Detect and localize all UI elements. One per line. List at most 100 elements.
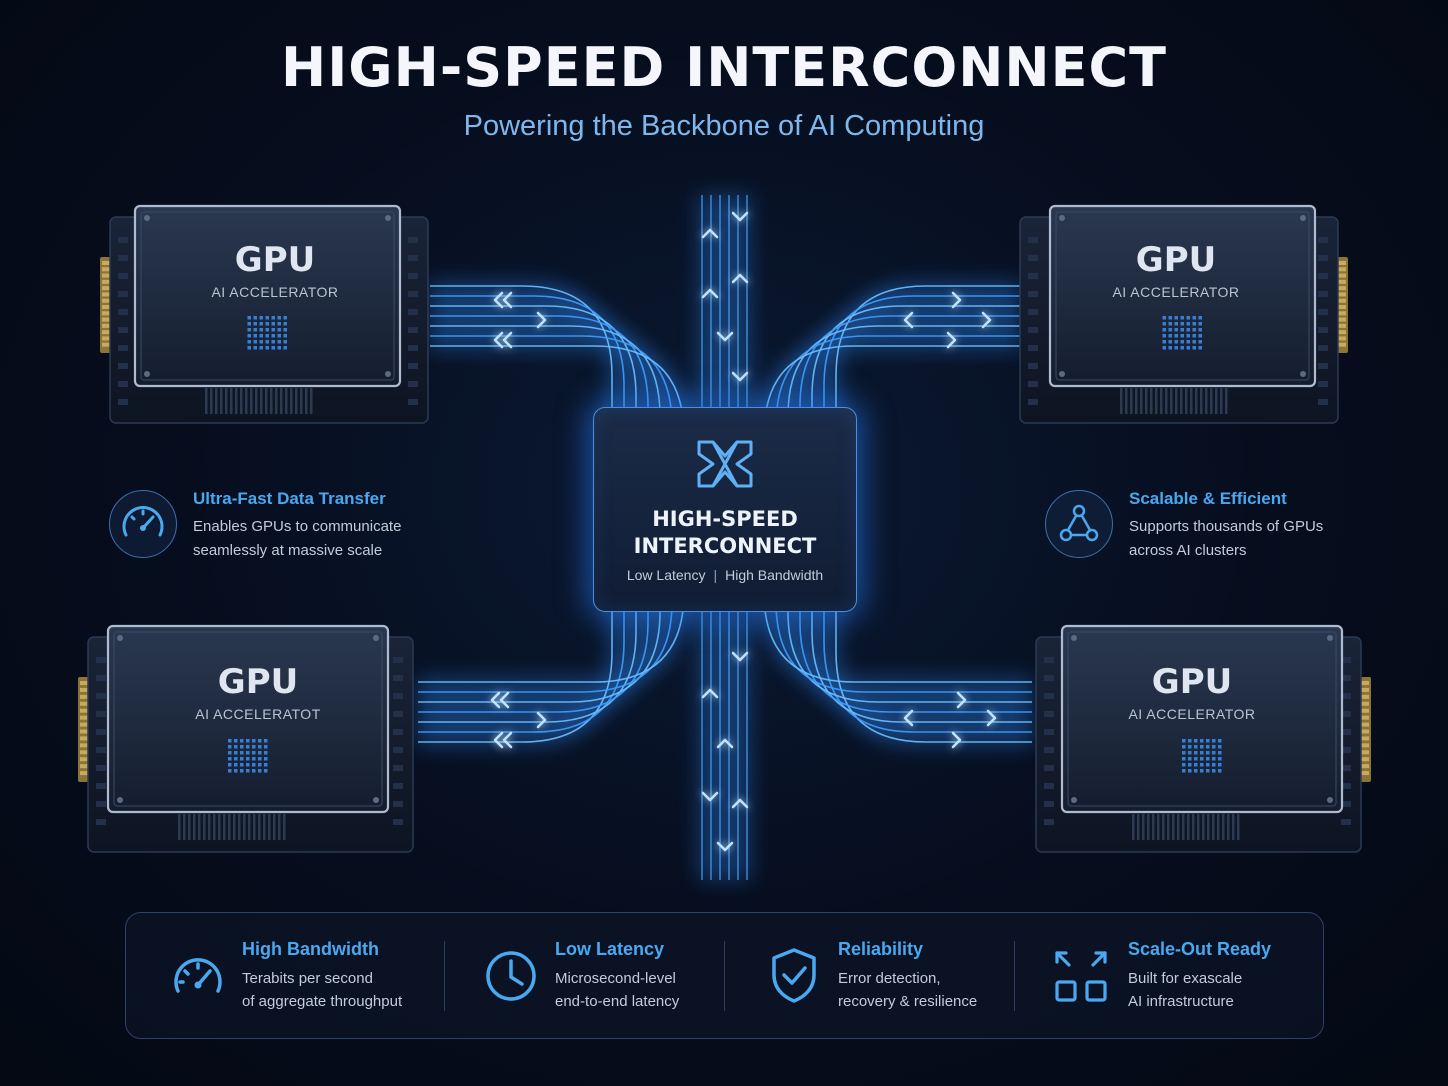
heatsink-fin (1165, 388, 1168, 414)
pcb-component (1028, 381, 1038, 387)
heatsink-fin (233, 814, 236, 840)
chip-dot (1188, 763, 1192, 767)
pcb-component (1044, 729, 1054, 735)
chip-dot (277, 334, 281, 338)
heatsink-fin (1217, 814, 1220, 840)
feature-desc: Supports thousands of GPUs across AI clu… (1129, 515, 1323, 563)
connector-pin (102, 342, 110, 347)
chip-dot (1200, 739, 1204, 743)
heatsink-fin (1220, 388, 1223, 414)
heatsink-fin (273, 814, 276, 840)
pcb-component (1044, 747, 1054, 753)
feature-desc-line1: Enables GPUs to communicate (193, 518, 402, 535)
flow-arrow (701, 791, 719, 802)
bottom-features-bar: High Bandwidth Terabits per second of ag… (125, 912, 1324, 1039)
connector-pin (80, 708, 88, 713)
chip-dot (246, 739, 250, 743)
lid-screw (373, 635, 379, 641)
chip-dot (265, 340, 269, 344)
heatsink-fin (290, 388, 293, 414)
heatsink-fin (1147, 814, 1150, 840)
flow-arrow (490, 691, 501, 709)
pcb-component (1044, 675, 1054, 681)
chip-dot (1192, 346, 1196, 350)
hub-title-line2: INTERCONNECT (633, 534, 817, 558)
chip-dot (1218, 757, 1222, 761)
chip-dot (1198, 322, 1202, 326)
bottom-item-desc-line2: AI infrastructure (1128, 993, 1234, 1010)
heatsink-fin (295, 388, 298, 414)
chip-dot (1198, 316, 1202, 320)
flow-arrow (951, 731, 962, 749)
pcb-component (1028, 309, 1038, 315)
chip-dot (1206, 757, 1210, 761)
heatsink-fin (1192, 814, 1195, 840)
gpu-name: GPU (1151, 662, 1233, 702)
chip-dot (283, 334, 287, 338)
chip-dot (253, 334, 257, 338)
hub-subtitle: Low Latency|High Bandwidth (594, 567, 856, 583)
connector-pin (1338, 267, 1346, 272)
chip-dot (1218, 739, 1222, 743)
pcb-component (408, 255, 418, 261)
chip-dot (1162, 322, 1166, 326)
pcb-component (1341, 783, 1351, 789)
connector-pin (1338, 279, 1346, 284)
connector-pin (102, 279, 110, 284)
heatsink-fin (250, 388, 253, 414)
chip-dot (1180, 328, 1184, 332)
heatsink-fin (1207, 814, 1210, 840)
pcb-component (118, 273, 128, 279)
chip-dot (259, 316, 263, 320)
flow-arrow (731, 273, 749, 284)
heatsink-fin (193, 814, 196, 840)
feature-title: Scalable & Efficient (1129, 489, 1287, 508)
chip-dot (1194, 739, 1198, 743)
connector-pin (80, 729, 88, 734)
heatsink-fin (1160, 388, 1163, 414)
heatsink-fin (205, 388, 208, 414)
heatsink-fin (260, 388, 263, 414)
bottom-item-reliability: Reliability Error detection, recovery & … (838, 939, 977, 1013)
chip-dot (1186, 340, 1190, 344)
chip-lid-inner (1067, 631, 1337, 807)
heatsink-fin (1150, 388, 1153, 414)
heatsink-fin (230, 388, 233, 414)
pcb-component (408, 273, 418, 279)
chip-dot (247, 346, 251, 350)
bottom-item-title: Low Latency (555, 939, 665, 959)
chip-dot (228, 739, 232, 743)
heatsink-fin (305, 388, 308, 414)
chip-dot (1206, 739, 1210, 743)
heatsink-fin (1152, 814, 1155, 840)
connector-pin (102, 292, 110, 297)
lid-screw (1327, 797, 1333, 803)
pcb-component (393, 783, 403, 789)
chip-dot (277, 316, 281, 320)
connector-pin (1361, 687, 1369, 692)
chip-dot (1162, 328, 1166, 332)
heatsink-fin (1172, 814, 1175, 840)
hub-sub-high-bandwidth: High Bandwidth (725, 567, 824, 583)
chip-dot (1188, 769, 1192, 773)
flow-arrow (951, 291, 962, 309)
pcb-component (408, 327, 418, 333)
connector-pin (1338, 317, 1346, 322)
chip-dot (234, 739, 238, 743)
chip-dot (234, 745, 238, 749)
pcb-component (393, 693, 403, 699)
connector-pin (1361, 722, 1369, 727)
chip-dot (277, 346, 281, 350)
pcb-component (118, 309, 128, 315)
pcb-component (408, 237, 418, 243)
feature-desc-line2: seamlessly at massive scale (193, 542, 383, 559)
heatsink-fin (1177, 814, 1180, 840)
chip-dot (283, 316, 287, 320)
chip-dot (240, 769, 244, 773)
bottom-item-desc-line1: Microsecond-level (555, 970, 676, 987)
chip-dot (1194, 769, 1198, 773)
pcb-component (1044, 801, 1054, 807)
chip-dot (258, 745, 262, 749)
heatsink-fin (1200, 388, 1203, 414)
pcb-component (96, 765, 106, 771)
